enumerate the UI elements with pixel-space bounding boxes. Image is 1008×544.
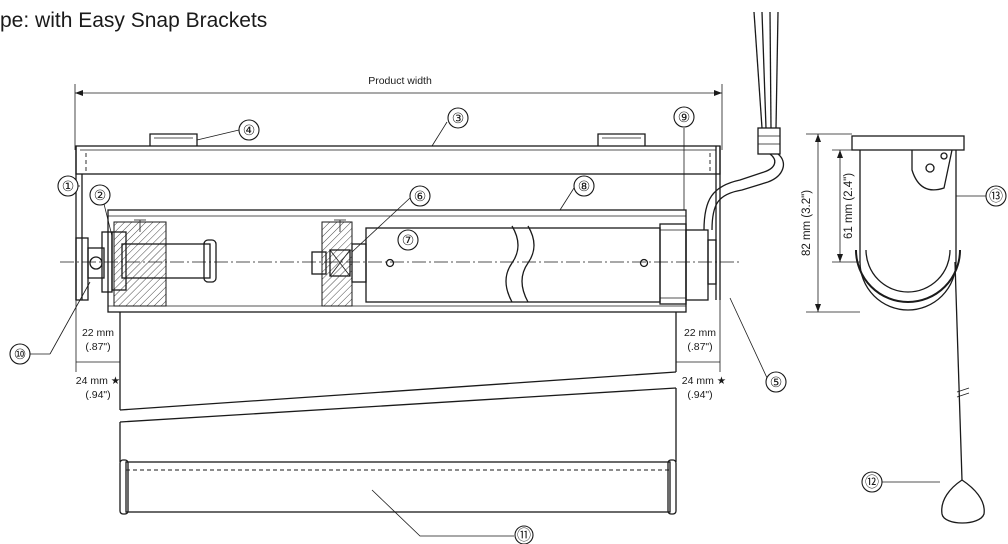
svg-text:⑫: ⑫ (865, 474, 879, 490)
svg-text:②: ② (94, 187, 107, 203)
callout-6: ⑥ (409, 185, 431, 207)
callout-12: ⑫ (861, 471, 883, 493)
left-end-dim-in: (.87") (85, 341, 110, 353)
roller-tube (107, 209, 687, 313)
svg-text:①: ① (62, 178, 75, 194)
callout-8: ⑧ (573, 175, 595, 197)
callout-2: ② (89, 184, 111, 206)
svg-text:⑤: ⑤ (770, 374, 783, 390)
idle-end-block (113, 221, 167, 307)
callout-3: ③ (447, 107, 469, 129)
svg-text:⑧: ⑧ (578, 178, 591, 194)
svg-text:③: ③ (452, 110, 465, 126)
idle-end-shaft (111, 219, 217, 291)
side-height-total: 82 mm (3.2") (801, 190, 813, 256)
motor-body (365, 225, 661, 303)
right-fabric-dim-in: (.94") (687, 389, 712, 401)
motor-head (659, 223, 717, 305)
snap-bracket-left (149, 133, 198, 146)
left-fabric-dim-in: (.94") (85, 389, 110, 401)
headrail (75, 145, 721, 300)
left-fabric-dim-mm: 24 mm ★ (76, 375, 120, 387)
callout-10: ⑩ (9, 343, 31, 365)
fabric (119, 312, 677, 462)
right-end-dim-mm: 22 mm (684, 327, 716, 339)
callout-4: ④ (238, 119, 260, 141)
svg-text:⑦: ⑦ (402, 232, 415, 248)
diagram-title: pe: with Easy Snap Brackets (0, 9, 267, 32)
side-height-inner: 61 mm (2.4") (843, 173, 855, 239)
callout-leaders (30, 121, 986, 537)
snap-bracket-right (597, 133, 646, 146)
right-fabric-dim-mm: 24 mm ★ (682, 375, 726, 387)
svg-text:⑥: ⑥ (414, 188, 427, 204)
side-view (851, 135, 985, 524)
callout-7: ⑦ (397, 229, 419, 251)
callout-1: ① (57, 175, 79, 197)
svg-text:⑬: ⑬ (989, 188, 1003, 204)
left-end-dim-mm: 22 mm (82, 327, 114, 339)
product-width-label: Product width (368, 75, 432, 87)
callout-13: ⑬ (985, 185, 1007, 207)
bottom-bar (119, 459, 677, 515)
svg-text:⑪: ⑪ (517, 527, 531, 543)
svg-text:④: ④ (243, 122, 256, 138)
product-width-dimension: Product width (74, 75, 723, 150)
callout-11: ⑪ (514, 525, 534, 544)
left-end-plate (75, 231, 113, 301)
callout-9: ⑨ (673, 106, 695, 128)
svg-text:⑩: ⑩ (14, 346, 27, 362)
callout-5: ⑤ (765, 371, 787, 393)
svg-text:⑨: ⑨ (678, 109, 691, 125)
end-dimensions: 22 mm (.87") 24 mm ★ (.94") 22 mm (.87")… (75, 300, 726, 401)
side-view-dimensions: 82 mm (3.2") 61 mm (2.4") (801, 133, 860, 313)
right-bracket-and-cable (703, 11, 785, 300)
right-end-dim-in: (.87") (687, 341, 712, 353)
